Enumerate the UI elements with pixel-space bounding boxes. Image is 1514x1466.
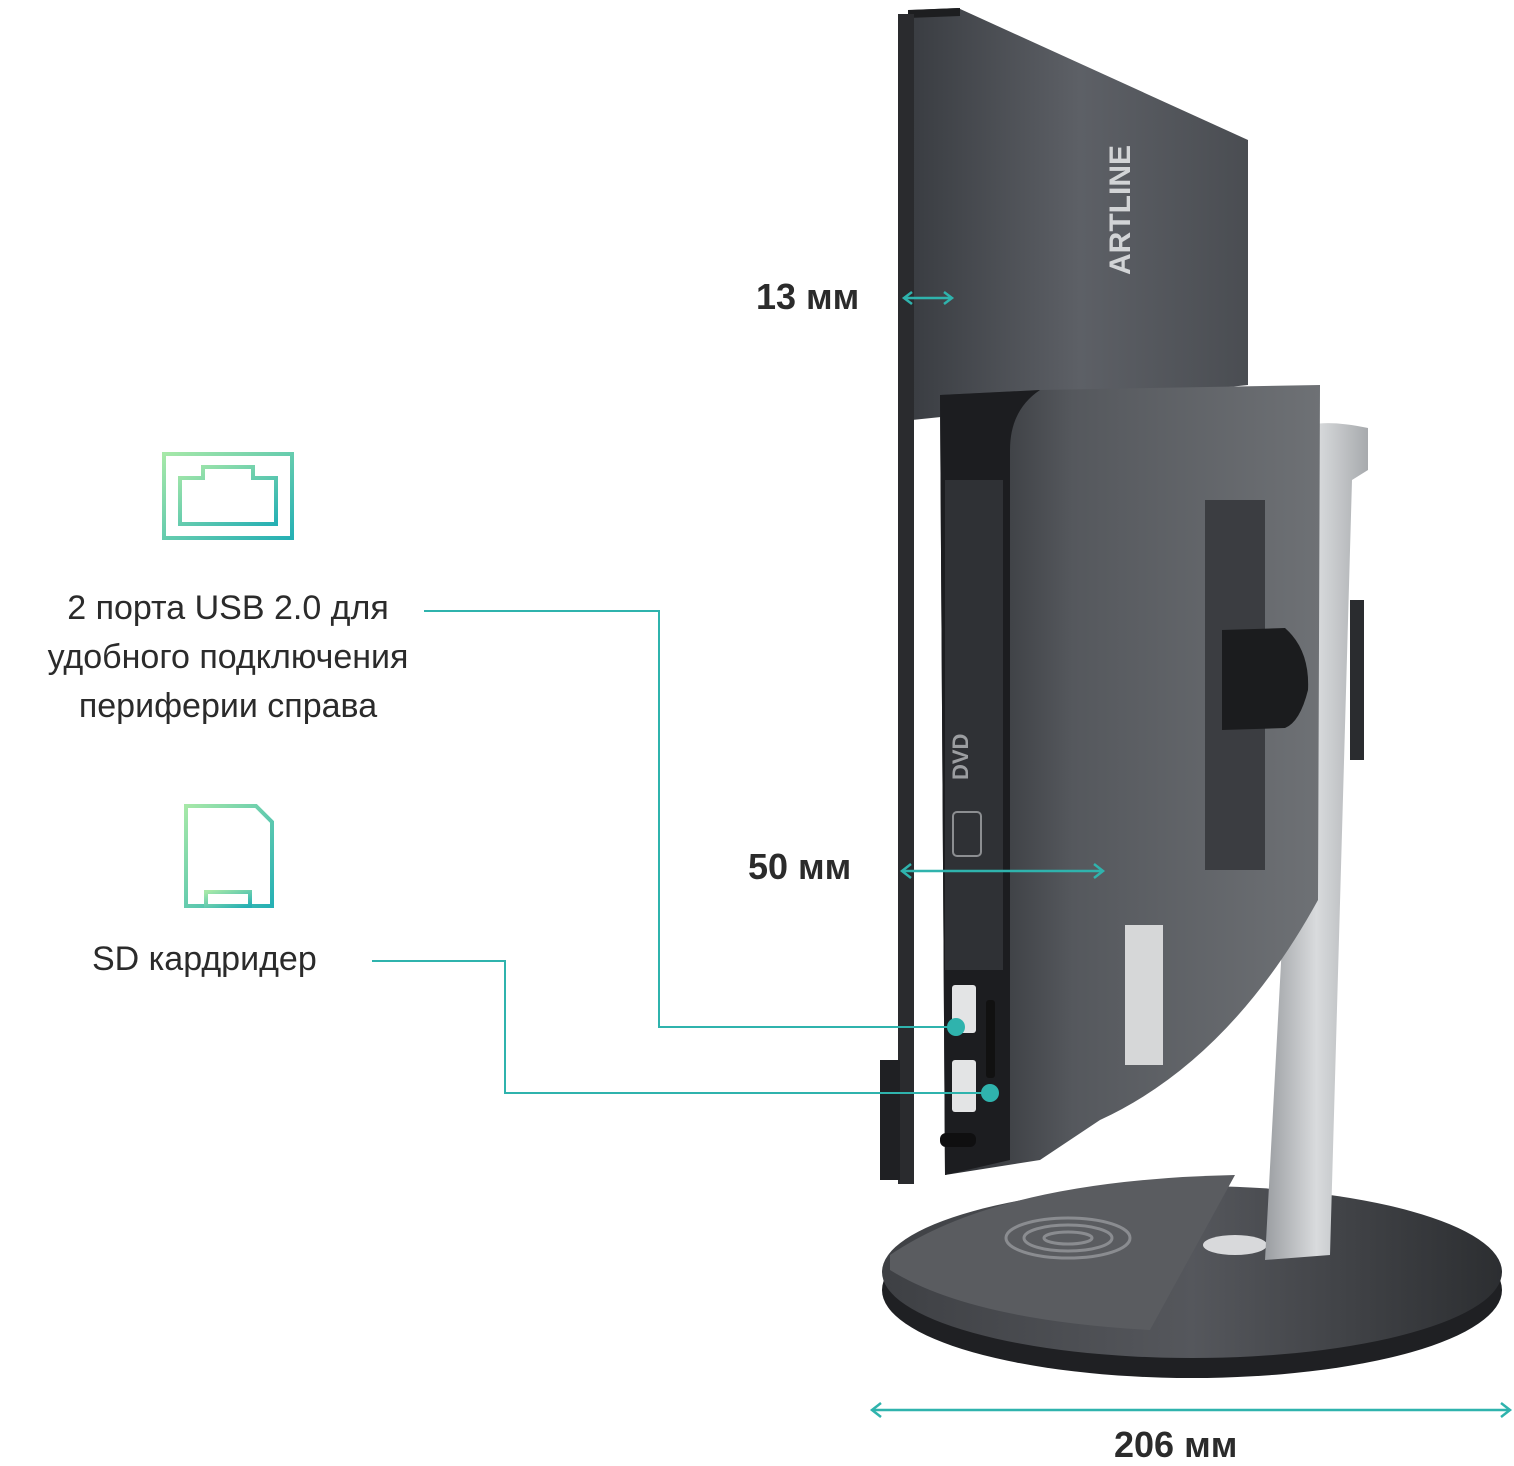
wireless-charging-icon [1004, 1216, 1132, 1260]
sd-card-icon [184, 804, 274, 908]
stand-base [882, 1175, 1502, 1378]
usb-feature-line: 2 порта USB 2.0 для [67, 589, 389, 627]
dimension-50mm-label: 50 мм [748, 846, 852, 887]
sd-callout-line [372, 960, 999, 1102]
usb-feature-text: 2 порта USB 2.0 для удобного подключения… [0, 584, 458, 731]
brand-logo: ARTLINE [1104, 145, 1137, 275]
dimension-13mm-arrow [901, 291, 955, 305]
rw-badge-icon [952, 811, 982, 857]
computer-body: DVD [880, 385, 1320, 1180]
usb-feature-line: периферии справа [78, 687, 378, 725]
kensington-lock-slot [940, 1133, 976, 1147]
usb-feature-line: удобного подключения [47, 638, 409, 676]
sd-feature-label: SD кардридер [92, 940, 317, 978]
dvd-logo-icon: DVD [948, 734, 973, 780]
dimension-206mm-arrow [869, 1402, 1513, 1418]
dimension-50mm-arrow [899, 863, 1106, 879]
usb-callout-line [424, 610, 965, 1036]
display-panel: ARTLINE [898, 8, 1248, 1184]
usb-port-bottom [952, 1060, 976, 1112]
dimension-13mm-label: 13 мм [756, 276, 860, 317]
dimension-206mm-label: 206 мм [1114, 1424, 1238, 1465]
usb-port-icon [162, 452, 294, 540]
sd-card-slot [986, 1000, 995, 1078]
